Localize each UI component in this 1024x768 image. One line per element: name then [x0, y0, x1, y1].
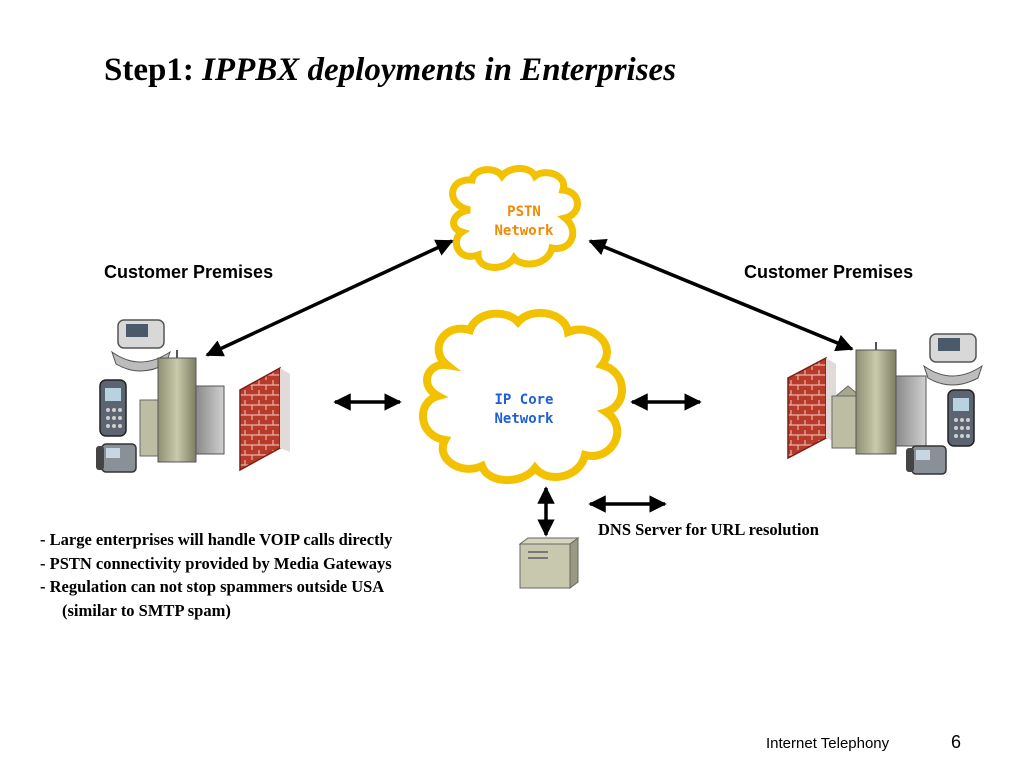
dns-label: DNS Server for URL resolution — [598, 520, 819, 539]
right-premises — [787, 333, 983, 475]
bullet-item: - PSTN connectivity provided by Media Ga… — [40, 553, 392, 573]
ip-phone-icon — [96, 443, 137, 473]
customer-premises-left-label: Customer Premises — [104, 262, 274, 282]
left-premises — [96, 319, 290, 473]
page-number: 6 — [951, 732, 962, 752]
mobile-phone-icon — [99, 379, 127, 437]
pstn-label-line1: PSTN — [507, 204, 541, 220]
firewall-icon — [787, 356, 836, 460]
slide-title: Step1: IPPBX deployments in Enterprises — [104, 52, 676, 89]
arrow-right-to-pstn — [588, 238, 854, 352]
ip-phone-icon — [906, 445, 947, 475]
dns-server-icon — [518, 537, 580, 589]
ipcore-label-line2: Network — [494, 411, 554, 427]
title-main: IPPBX deployments in Enterprises — [202, 52, 677, 88]
pstn-cloud — [449, 165, 581, 271]
bullet-item: - Large enterprises will handle VOIP cal… — [40, 530, 393, 549]
desk-phone-icon — [923, 333, 983, 386]
office-building-icon — [831, 342, 927, 455]
ipcore-label: IP Core Network — [484, 391, 564, 429]
bullet-list: - Large enterprises will handle VOIP cal… — [40, 528, 392, 622]
arrow-left-to-pstn — [205, 239, 454, 357]
pstn-label: PSTN Network — [486, 203, 562, 241]
office-building-icon — [139, 350, 225, 463]
ipcore-cloud — [419, 309, 626, 485]
bullet-item: (similar to SMTP spam) — [62, 600, 231, 620]
pstn-label-line2: Network — [494, 223, 554, 239]
mobile-phone-icon — [947, 389, 975, 447]
footer-text: Internet Telephony — [766, 735, 890, 752]
firewall-icon — [239, 366, 290, 472]
title-prefix: Step1: — [104, 52, 203, 88]
customer-premises-right-label: Customer Premises — [744, 262, 914, 282]
ipcore-label-line1: IP Core — [494, 392, 554, 408]
bullet-item: - Regulation can not stop spammers outsi… — [40, 577, 385, 596]
desk-phone-icon — [111, 319, 171, 372]
